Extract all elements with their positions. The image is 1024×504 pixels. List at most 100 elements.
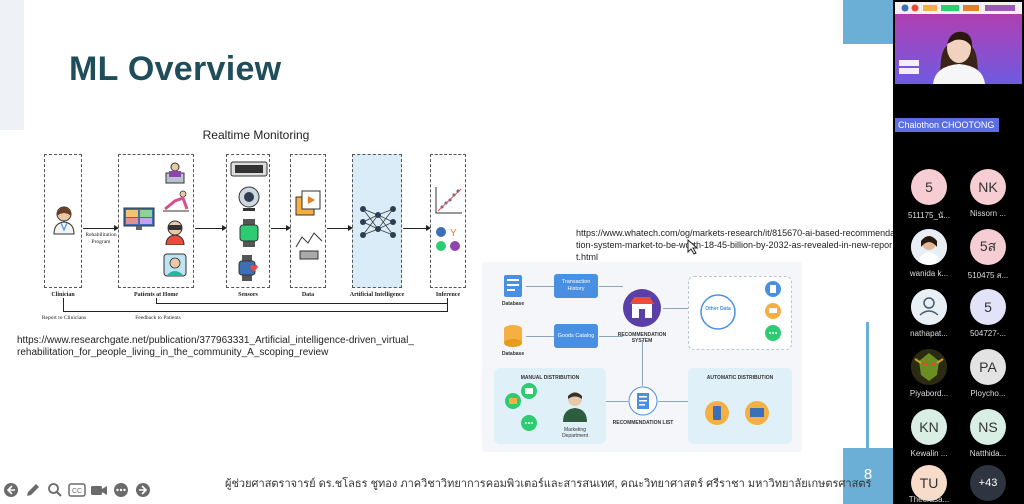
message-icon bbox=[521, 383, 537, 399]
captions-icon: CC bbox=[68, 483, 86, 497]
participant-tile[interactable]: nathapat... bbox=[900, 289, 958, 349]
storefront-icon bbox=[623, 289, 661, 327]
reference-url-right[interactable]: https://www.whatech.com/og/markets-resea… bbox=[576, 228, 893, 262]
slide-accent-top bbox=[843, 0, 893, 44]
other-data-label: Other Data bbox=[705, 306, 731, 312]
participant-name: 510475 ส... bbox=[967, 271, 1009, 280]
feedback-loop-outer bbox=[63, 298, 448, 312]
speaker-video-tile[interactable] bbox=[895, 2, 1022, 84]
pen-tool-button[interactable] bbox=[24, 481, 42, 499]
participant-tile[interactable]: 5 504727-... bbox=[959, 289, 1017, 349]
participant-avatar: 5 bbox=[970, 289, 1006, 325]
participant-name: Kewalin ... bbox=[910, 449, 948, 458]
participant-tile[interactable]: NS Natthida... bbox=[959, 409, 1017, 469]
participant-photo-avatar bbox=[911, 229, 947, 265]
connector bbox=[526, 336, 554, 337]
slide-background-panel bbox=[0, 0, 24, 130]
more-options-button[interactable] bbox=[112, 481, 130, 499]
database-label-1: Database bbox=[501, 301, 525, 307]
participant-tile[interactable]: wanida k... bbox=[900, 229, 958, 289]
transaction-history-block: Transaction History bbox=[554, 274, 598, 298]
telehealth-screen-icon bbox=[163, 253, 187, 277]
arrow-sensors-data bbox=[271, 225, 291, 231]
participant-tile[interactable]: TU Theerasa... bbox=[900, 465, 958, 504]
sensors-label: Sensors bbox=[238, 292, 258, 298]
slide-footer: ผู้ช่วยศาสตราจารย์ ดร.ชโลธร ชูทอง ภาควิช… bbox=[225, 478, 872, 490]
exercise-machine-icon bbox=[165, 162, 185, 184]
participant-tile[interactable]: 5 511175_นั... bbox=[900, 169, 958, 229]
more-participants-count: +43 bbox=[970, 465, 1006, 501]
marketing-person-icon bbox=[563, 392, 587, 422]
patients-label: Patients at Home bbox=[134, 292, 178, 298]
default-user-icon bbox=[911, 289, 947, 325]
magnifier-icon bbox=[48, 483, 62, 497]
participant-photo-avatar bbox=[911, 349, 947, 385]
data-box bbox=[290, 154, 326, 288]
participant-name: nathapat... bbox=[910, 329, 948, 338]
participant-avatar: PA bbox=[970, 349, 1006, 385]
slide-page-number: 8 bbox=[863, 466, 873, 483]
marketing-department-label: Marketing Department bbox=[561, 427, 589, 439]
recommendation-system-diagram: Database Database Transaction History Go… bbox=[482, 262, 802, 452]
arrow-patients-sensors bbox=[195, 225, 227, 231]
ai-box bbox=[352, 154, 402, 288]
participant-name: Natthida... bbox=[969, 449, 1007, 458]
participant-name: 511175_นั... bbox=[907, 211, 951, 220]
participant-avatar: NS bbox=[970, 409, 1006, 445]
other-data-badge bbox=[700, 294, 736, 330]
sensors-box bbox=[226, 154, 270, 288]
scatter-plot-icon bbox=[435, 187, 462, 214]
connector bbox=[526, 286, 554, 287]
classification-icon: Y bbox=[436, 227, 460, 251]
smartwatch-icon bbox=[239, 219, 259, 247]
zoom-button[interactable] bbox=[46, 481, 64, 499]
manual-distribution-label: MANUAL DISTRIBUTION bbox=[520, 375, 580, 381]
captions-button[interactable]: CC bbox=[68, 481, 86, 499]
vr-headset-icon bbox=[165, 220, 185, 245]
more-participants-button[interactable]: +43 bbox=[959, 465, 1017, 504]
rehabilitation-diagram: Realtime Monitoring Clinician bbox=[36, 128, 476, 328]
reference-url-left[interactable]: https://www.researchgate.net/publication… bbox=[17, 335, 414, 358]
camera-button[interactable] bbox=[90, 481, 108, 499]
connector bbox=[599, 286, 623, 287]
rehab-label-line2: Program bbox=[91, 239, 111, 245]
video-camera-icon bbox=[91, 486, 107, 495]
inference-label: Inference bbox=[435, 292, 461, 298]
chat-bubble-icon bbox=[521, 415, 537, 431]
game-character-avatar-icon bbox=[911, 349, 947, 385]
participant-avatar: 5ส bbox=[970, 229, 1006, 265]
participant-tile[interactable]: NK Nissorn ... bbox=[959, 169, 1017, 229]
rehab-label-line1: Rehabilitation bbox=[85, 232, 117, 238]
diagram-caption: Realtime Monitoring bbox=[202, 128, 310, 142]
database-label-2: Database bbox=[501, 351, 525, 357]
database-document-icon bbox=[504, 275, 522, 297]
clinician-icon bbox=[53, 206, 75, 235]
participants-panel: Chalothon CHOOTONG 5 511175_นั... NK Nis… bbox=[893, 0, 1024, 504]
webcam-icon bbox=[238, 186, 260, 211]
arrow-data-ai bbox=[327, 225, 353, 231]
arrow-ai-inference bbox=[403, 225, 431, 231]
computer-screen-icon bbox=[745, 401, 769, 425]
data-label: Data bbox=[301, 292, 315, 298]
participant-tile[interactable]: 5ส 510475 ส... bbox=[959, 229, 1017, 289]
goods-catalog-block: Goods Catalog bbox=[554, 324, 598, 348]
participant-avatar: TU bbox=[911, 465, 947, 501]
neural-network-icon bbox=[360, 206, 396, 238]
inference-box: Y bbox=[430, 154, 466, 288]
participant-tile[interactable]: KN Kewalin ... bbox=[900, 409, 958, 469]
list-document-icon bbox=[628, 386, 658, 416]
feedback-loop-inner bbox=[156, 298, 448, 304]
pen-icon bbox=[27, 484, 39, 496]
participant-name: Piyabord... bbox=[909, 389, 949, 398]
previous-slide-button[interactable] bbox=[2, 481, 20, 499]
participant-name: wanida k... bbox=[909, 269, 949, 278]
person-photo-icon bbox=[911, 229, 947, 265]
next-slide-button[interactable] bbox=[134, 481, 152, 499]
active-speaker-name: Chalothon CHOOTONG bbox=[895, 118, 999, 132]
participant-tile[interactable]: Piyabord... bbox=[900, 349, 958, 409]
participant-tile[interactable]: PA Ploycho... bbox=[959, 349, 1017, 409]
patients-box bbox=[118, 154, 194, 288]
connector bbox=[663, 308, 689, 309]
mail-icon bbox=[505, 393, 521, 409]
